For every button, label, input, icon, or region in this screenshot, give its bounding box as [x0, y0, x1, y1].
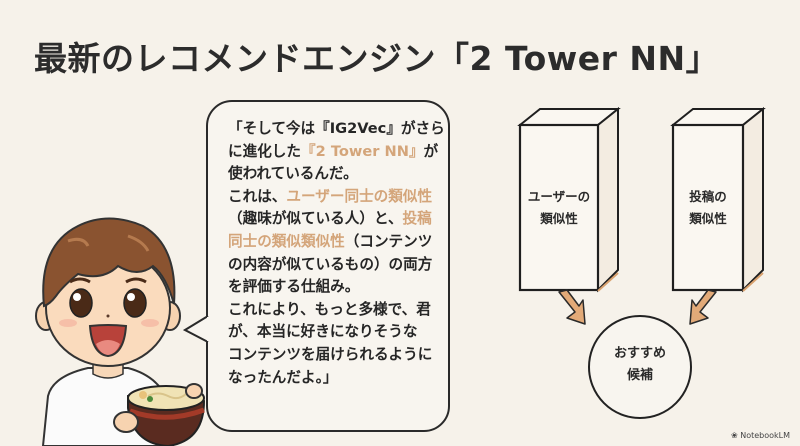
speech-text: を評価する仕組み。 — [228, 278, 360, 296]
highlighted-text: 投稿 — [402, 210, 432, 228]
slide-title: 最新のレコメンドエンジン「2 Tower NN」 — [34, 39, 720, 78]
user-similarity-tower — [517, 106, 621, 293]
speech-text: 使われているんだ。 — [228, 165, 358, 183]
speech-line: （趣味が似ている人）と、投稿 — [228, 208, 448, 231]
arrow-left-icon — [558, 289, 586, 325]
recommendation-circle — [588, 315, 692, 419]
notebooklm-watermark: ❀ NotebookLM — [730, 431, 790, 440]
speech-line: なったんだよ。」 — [228, 367, 448, 390]
speech-line: 使われているんだ。 — [228, 163, 448, 186]
speech-text: なったんだよ。」 — [228, 368, 338, 386]
speech-line: これにより、もっと多様で、君 — [228, 299, 448, 322]
speech-text: が — [423, 142, 439, 160]
speech-bubble-tail — [183, 315, 211, 343]
arrow-right-icon — [689, 289, 717, 325]
speech-text: が、本当に好きになりそうな — [228, 323, 418, 341]
speech-text: 「そして今は『IG2Vec』がさら — [228, 120, 445, 137]
speech-line: 「そして今は『IG2Vec』がさら — [228, 118, 448, 141]
speech-text: に進化した — [228, 142, 301, 160]
speech-line: 同士の類似類似性（コンテンツ — [228, 231, 448, 254]
user-similarity-label: ユーザーの 類似性 — [527, 189, 591, 226]
speech-line: に進化した『2 Tower NN』が — [228, 141, 448, 164]
speech-line: を評価する仕組み。 — [228, 276, 448, 299]
speech-text: の内容が似ているもの）の両方 — [228, 255, 433, 273]
speech-text: これは、 — [228, 187, 287, 205]
speech-line: これは、ユーザー同士の類似性 — [228, 186, 448, 209]
speech-text: （コンテンツ — [344, 232, 433, 250]
highlighted-text: 『2 Tower NN』 — [300, 142, 424, 160]
speech-line: が、本当に好きになりそうな — [228, 321, 448, 344]
notebooklm-logo-icon: ❀ — [730, 431, 738, 440]
speech-text: これにより、もっと多様で、君 — [228, 300, 431, 318]
recommendation-label: おすすめ 候補 — [613, 346, 666, 383]
speech-bubble — [206, 100, 450, 432]
speech-line: コンテンツを届けられるように — [228, 344, 448, 367]
speech-bubble-text: 「そして今は『IG2Vec』がさらに進化した『2 Tower NN』が使われてい… — [228, 118, 448, 389]
speech-text: （趣味が似ている人）と、 — [228, 210, 403, 228]
highlighted-text: 同士の類似類似性 — [228, 232, 345, 250]
post-similarity-label: 投稿の 類似性 — [689, 189, 727, 226]
speech-text: コンテンツを届けられるように — [228, 345, 433, 363]
character-illustration — [35, 217, 206, 446]
speech-line: の内容が似ているもの）の両方 — [228, 254, 448, 277]
post-similarity-tower — [670, 106, 766, 293]
highlighted-text: ユーザー同士の類似性 — [286, 187, 433, 205]
